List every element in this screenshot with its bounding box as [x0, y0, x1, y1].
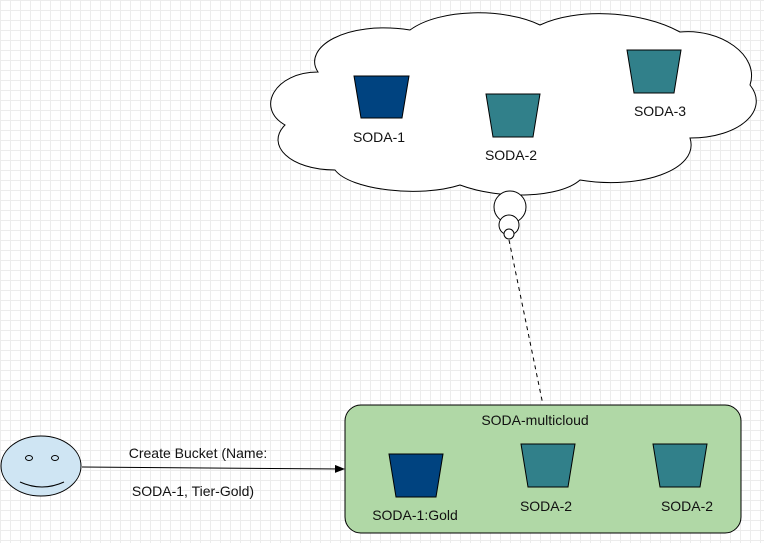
request-arrow	[81, 464, 345, 473]
eye-right	[51, 455, 59, 461]
cloud-bucket-soda-1: SODA-1	[353, 75, 410, 145]
cloud-bucket-label: SODA-3	[634, 103, 686, 119]
multicloud-bucket-soda-1-gold: SODA-1:Gold	[372, 453, 458, 523]
multicloud-bucket-soda-2-second: SODA-2	[652, 443, 713, 514]
multicloud-title: SODA-multicloud	[481, 412, 588, 428]
bucket-icon	[485, 93, 541, 138]
multicloud-bucket-label: SODA-2	[661, 498, 713, 514]
request-label-line1: Create Bucket (Name:	[129, 445, 268, 461]
cloud-bucket-label: SODA-1	[353, 129, 405, 145]
multicloud-bucket-label: SODA-1:Gold	[372, 507, 458, 523]
cloud-bucket-soda-2: SODA-2	[485, 93, 541, 163]
mouth	[19, 481, 65, 488]
smiley-face-icon	[0, 435, 82, 497]
cloud-bucket-label: SODA-2	[485, 147, 537, 163]
bucket-icon	[388, 453, 444, 498]
thought-bubble-small	[503, 228, 515, 240]
bucket-icon	[652, 443, 708, 488]
eye-left	[25, 455, 33, 461]
bucket-icon	[520, 443, 576, 488]
request-label-line2: SODA-1, Tier-Gold)	[132, 483, 254, 499]
multicloud-bucket-label: SODA-2	[520, 498, 572, 514]
bucket-icon	[353, 75, 410, 119]
bucket-icon	[626, 49, 682, 94]
cloud-bucket-soda-3: SODA-3	[626, 49, 686, 119]
dashed-connector	[508, 239, 544, 406]
multicloud-bucket-soda-2: SODA-2	[520, 443, 576, 514]
